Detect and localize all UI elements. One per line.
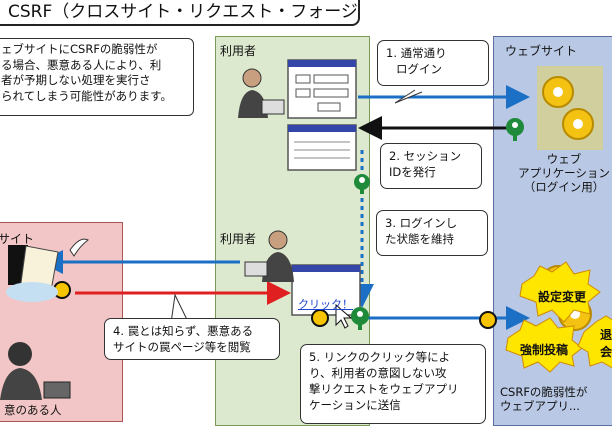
step2-callout: 2. セッション IDを発行 (380, 143, 482, 189)
user-label-top: 利用者 (220, 44, 257, 58)
step2-text: IDを発行 (389, 165, 436, 179)
burst-shape (577, 315, 612, 369)
step3-callout: 3. ログインし た状態を維持 (376, 210, 488, 256)
attacker-figure (0, 342, 71, 400)
diagram-graphics (0, 59, 612, 400)
vulnerable-app-label: CSRFの脆弱性が ウェブアプリ... (500, 385, 612, 413)
step4-text: 4. 罠とは知らず、悪意ある (113, 324, 254, 338)
burst-label: 強制投稿 (519, 343, 568, 357)
session-screen (287, 124, 357, 171)
diagram-title: CSRF（クロスサイト・リクエスト・フォージェリ） (0, 0, 360, 58)
gear-icon (537, 66, 603, 150)
step3-text: た状態を維持 (385, 232, 454, 246)
web-app-label-line: ウェブ (546, 152, 582, 166)
quill-icon (69, 238, 89, 257)
vulnerable-app-line: ウェブアプリ... (500, 399, 580, 413)
attacker-label: 意のある人 (4, 403, 62, 417)
water-drop-icon (6, 282, 58, 302)
malware-icon (479, 311, 497, 329)
callout-pointer (394, 89, 423, 104)
burst-shape (505, 317, 583, 373)
burst-shape (519, 261, 601, 323)
key-icon (354, 174, 370, 194)
step5-text: 撃リクエストをウェブアプリ (309, 382, 459, 396)
mouse-pointer-icon (335, 303, 353, 329)
step5-text: り、利用者の意図しない攻 (309, 366, 447, 380)
step5-callout: 5. リンクのクリック等によ り、利用者の意図しない攻 撃リクエストをウェブアプ… (300, 344, 486, 424)
step4-text: サイトの罠ページ等を閲覧 (113, 340, 251, 354)
web-app-label-line: アプリケーション (518, 166, 610, 180)
step5-text: ケーションに送信 (309, 398, 401, 412)
web-app-label: ウェブ アプリケーション （ログイン用） (512, 152, 612, 194)
key-icon (506, 118, 524, 141)
user-label-mid: 利用者 (220, 232, 257, 246)
step1-text: 1. 通常通り (386, 46, 447, 60)
step5-text: 5. リンクのクリック等によ (309, 350, 451, 364)
step2-text: 2. セッション (389, 149, 462, 163)
description-line: 者が予期しない処理を実行さ (1, 73, 151, 87)
step1-callout: 1. 通常通り ログイン (377, 40, 489, 86)
step3-text: 3. ログインし (385, 216, 458, 230)
step4-callout: 4. 罠とは知らず、悪意ある サイトの罠ページ等を閲覧 (104, 318, 280, 360)
description-box: ェブサイトにCSRFの脆弱性が る場合、悪意ある人により、利 者が予期しない処理… (0, 38, 194, 116)
website-label: ウェブサイト (505, 44, 578, 58)
malware-icon (311, 309, 329, 327)
click-link[interactable]: クリック！ (298, 298, 353, 311)
burst-label: 退会 (599, 328, 612, 359)
trap-site-label: サイト (0, 232, 35, 246)
user-figure-mid (244, 230, 294, 282)
description-line: られてしまう可能性があります。 (1, 88, 173, 103)
vulnerable-app-line: CSRFの脆弱性が (500, 385, 588, 399)
user-figure-top (238, 68, 285, 118)
web-app-label-line: （ログイン用） (523, 180, 605, 194)
key-icon (351, 307, 369, 330)
description-line: ェブサイトにCSRFの脆弱性が (1, 42, 158, 56)
burst-label: 設定変更 (537, 290, 586, 304)
description-line: る場合、悪意ある人により、利 (1, 57, 162, 72)
step1-text: ログイン (396, 62, 442, 76)
